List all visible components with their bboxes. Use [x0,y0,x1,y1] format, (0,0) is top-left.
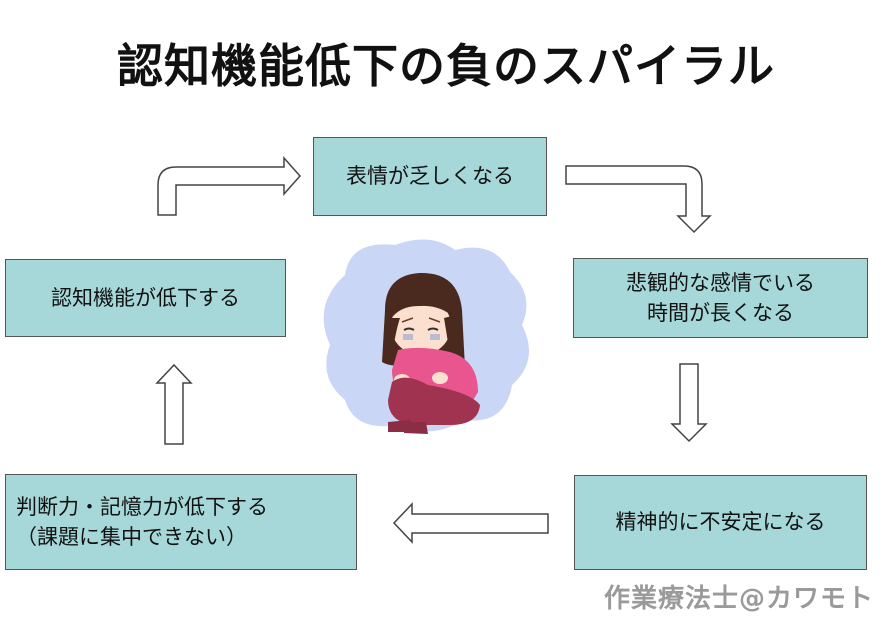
arrow-right-down-icon [565,165,712,234]
depressed-girl-illustration [323,239,530,434]
box-cognitive-decline: 認知機能が低下する [5,259,286,337]
box-pessimistic-feelings: 悲観的な感情でいる 時間が長くなる [573,258,868,338]
box-mentally-unstable: 精神的に不安定になる [574,475,867,570]
arrow-up-icon [155,363,193,445]
box-cognitive-decline-text: 認知機能が低下する [51,285,240,310]
diagram-title: 認知機能低下の負のスパイラル [117,39,775,93]
credit-watermark: 作業療法士@カワモト [603,584,874,614]
arrow-left-icon [392,502,549,544]
box-judgment-memory-decline: 判断力・記憶力が低下する （課題に集中できない） [5,474,357,570]
box-expressionless-text: 表情が乏しくなる [346,164,514,189]
arrow-up-right-icon [157,156,302,216]
box-judgment-memory-decline-text: 判断力・記憶力が低下する （課題に集中できない） [16,494,268,549]
box-expressionless: 表情が乏しくなる [313,137,547,216]
box-mentally-unstable-text: 精神的に不安定になる [615,510,826,535]
arrow-down-icon [670,363,708,443]
box-pessimistic-feelings-text: 悲観的な感情でいる 時間が長くなる [626,270,815,325]
